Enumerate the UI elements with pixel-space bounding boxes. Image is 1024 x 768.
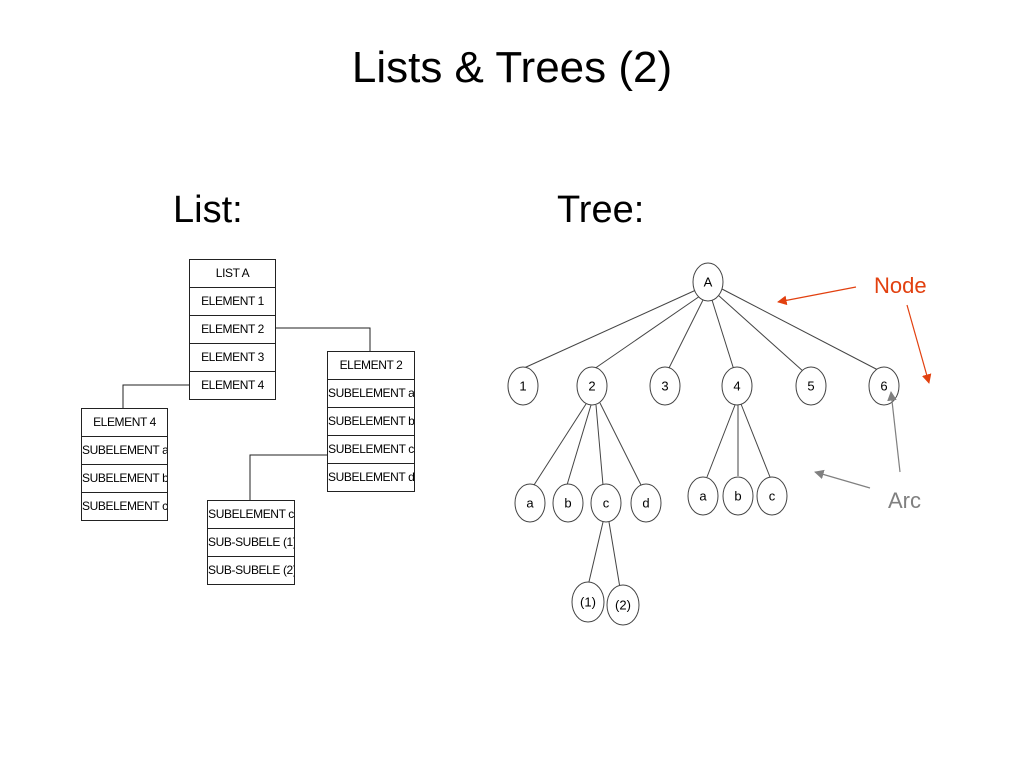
tree-node-label: a bbox=[699, 489, 707, 504]
slide-title: Lists & Trees (2) bbox=[351, 43, 673, 92]
list-cell: ELEMENT 4 bbox=[190, 371, 275, 399]
list-cell: ELEMENT 1 bbox=[190, 287, 275, 315]
arc bbox=[587, 521, 604, 587]
arc bbox=[721, 288, 879, 371]
tree-node-label: 4 bbox=[733, 379, 740, 394]
arc bbox=[667, 299, 704, 371]
tree-node bbox=[692, 262, 724, 302]
arc bbox=[717, 294, 805, 373]
list-cell: ELEMENT 4 bbox=[93, 415, 156, 429]
tree-node-label: c bbox=[603, 496, 610, 511]
tree-node-label: b bbox=[564, 496, 571, 511]
tree-node bbox=[576, 366, 608, 406]
arc bbox=[711, 299, 735, 371]
tree-node bbox=[606, 584, 640, 626]
tree-node-label: d bbox=[642, 496, 649, 511]
tree-node bbox=[552, 483, 584, 523]
element-2-box: ELEMENT 2 SUBELEMENT a SUBELEMENT b SUBE… bbox=[327, 351, 415, 492]
arc bbox=[595, 404, 604, 486]
tree-node-label: c bbox=[769, 489, 776, 504]
list-cell: SUB-SUBELE (2) bbox=[208, 556, 294, 584]
tree-node bbox=[514, 483, 546, 523]
tree-node bbox=[507, 366, 539, 406]
tree-node bbox=[571, 581, 605, 623]
arc bbox=[533, 403, 587, 486]
tree-node-label: 2 bbox=[588, 379, 595, 394]
arc bbox=[599, 402, 642, 486]
element-4-box: ELEMENT 4 SUBELEMENT a SUBELEMENT b SUBE… bbox=[81, 408, 168, 521]
tree-section-label: Tree: bbox=[557, 189, 645, 231]
list-section-label: List: bbox=[173, 189, 243, 231]
tree-node-label: 3 bbox=[661, 379, 668, 394]
list-cell: ELEMENT 3 bbox=[190, 343, 275, 371]
tree-node bbox=[756, 476, 788, 516]
tree-node-label: 6 bbox=[880, 379, 887, 394]
tree-node bbox=[795, 366, 827, 406]
tree-node-label: 5 bbox=[807, 379, 814, 394]
arc bbox=[523, 289, 697, 369]
node-annotation: Node bbox=[874, 273, 927, 298]
tree-arcs bbox=[523, 288, 879, 589]
list-cell: LIST A bbox=[215, 266, 250, 280]
node-arrow-left bbox=[777, 286, 857, 306]
list-cell: SUBELEMENT b bbox=[82, 464, 167, 492]
tree-node-label: A bbox=[704, 275, 713, 290]
tree-node bbox=[722, 476, 754, 516]
list-cell: SUBELEMENT c bbox=[82, 492, 167, 520]
tree-node bbox=[590, 483, 622, 523]
list-cell: SUB-SUBELE (1) bbox=[208, 528, 294, 556]
tree-node bbox=[721, 366, 753, 406]
arc-arrow-left bbox=[814, 469, 871, 489]
tree-node bbox=[687, 476, 719, 516]
arc-annotation: Arc bbox=[888, 488, 921, 513]
subelement-c-box: SUBELEMENT c SUB-SUBELE (1) SUB-SUBELE (… bbox=[207, 500, 295, 585]
tree-node bbox=[649, 366, 681, 406]
tree-node-label: (2) bbox=[615, 598, 631, 613]
tree-node-label: (1) bbox=[580, 595, 596, 610]
connector-element4 bbox=[122, 384, 189, 408]
tree-node bbox=[630, 483, 662, 523]
tree-node-label: b bbox=[734, 489, 741, 504]
list-cell: SUBELEMENT a bbox=[328, 379, 414, 407]
arc bbox=[566, 404, 592, 486]
list-cell: SUBELEMENT a bbox=[82, 436, 167, 464]
arc bbox=[706, 404, 736, 478]
list-a-box: LIST A ELEMENT 1 ELEMENT 2 ELEMENT 3 ELE… bbox=[189, 259, 276, 400]
node-arrow-down bbox=[906, 304, 932, 384]
list-cell: SUBELEMENT d bbox=[328, 463, 414, 491]
list-cell: SUBELEMENT b bbox=[328, 407, 414, 435]
list-cell: SUBELEMENT c bbox=[328, 435, 414, 463]
tree-node-label: a bbox=[526, 496, 534, 511]
arc bbox=[608, 521, 621, 589]
connector-element2 bbox=[274, 327, 371, 351]
tree-node-label: 1 bbox=[519, 379, 526, 394]
connector-subelement-c bbox=[249, 454, 327, 500]
arc bbox=[740, 403, 771, 478]
list-cell: ELEMENT 2 bbox=[339, 358, 403, 372]
arc bbox=[593, 295, 701, 370]
list-cell: ELEMENT 2 bbox=[190, 315, 275, 343]
arc-arrow-up bbox=[887, 391, 901, 473]
list-cell: SUBELEMENT c bbox=[208, 507, 294, 521]
